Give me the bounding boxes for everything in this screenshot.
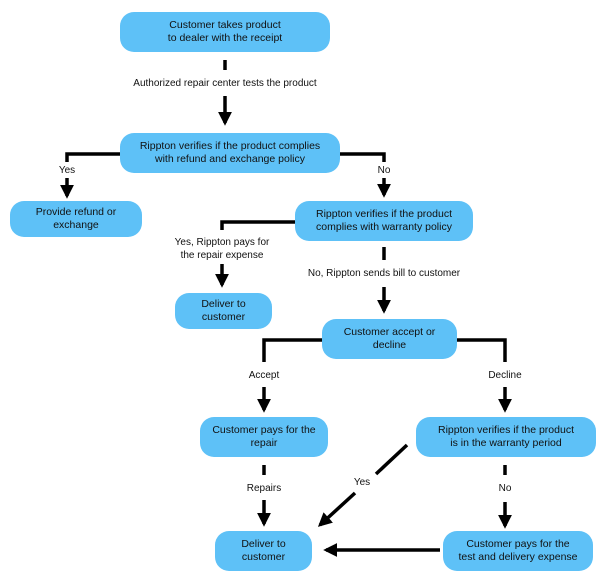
node-deliver-1: Deliver to customer: [175, 293, 272, 329]
label-no-bill: No, Rippton sends bill to customer: [299, 267, 469, 280]
node-refund: Provide refund or exchange: [10, 201, 142, 237]
connector-warranty-yes: [220, 220, 295, 230]
node-start: Customer takes product to dealer with th…: [120, 12, 330, 52]
label-decline: Decline: [480, 369, 530, 382]
node-pays-test: Customer pays for the test and delivery …: [443, 531, 593, 571]
connector-accept: [262, 338, 322, 362]
arrow-period-yes-to-deliver-2: [317, 491, 357, 527]
connector-decline: [457, 338, 507, 362]
node-period-check: Rippton verifies if the product is in th…: [416, 417, 596, 457]
label-yes-1: Yes: [52, 164, 82, 177]
node-pays-repair: Customer pays for the repair: [200, 417, 328, 457]
label-yes-pays: Yes, Rippton pays for the repair expense: [160, 236, 284, 262]
connector-policy-no: [340, 152, 386, 162]
node-policy-check: Rippton verifies if the product complies…: [120, 133, 340, 173]
label-yes-2: Yes: [348, 476, 376, 489]
label-accept: Accept: [239, 369, 289, 382]
node-accept-decline: Customer accept or decline: [322, 319, 457, 359]
node-deliver-2: Deliver to customer: [215, 531, 312, 571]
label-repairs: Repairs: [237, 482, 291, 495]
connector-period-yes-diagonal: [374, 443, 409, 476]
node-warranty-check: Rippton verifies if the product complies…: [295, 201, 473, 241]
label-no-2: No: [490, 482, 520, 495]
connector-policy-yes: [65, 152, 120, 162]
label-repair-test: Authorized repair center tests the produ…: [120, 77, 330, 90]
label-no-1: No: [369, 164, 399, 177]
